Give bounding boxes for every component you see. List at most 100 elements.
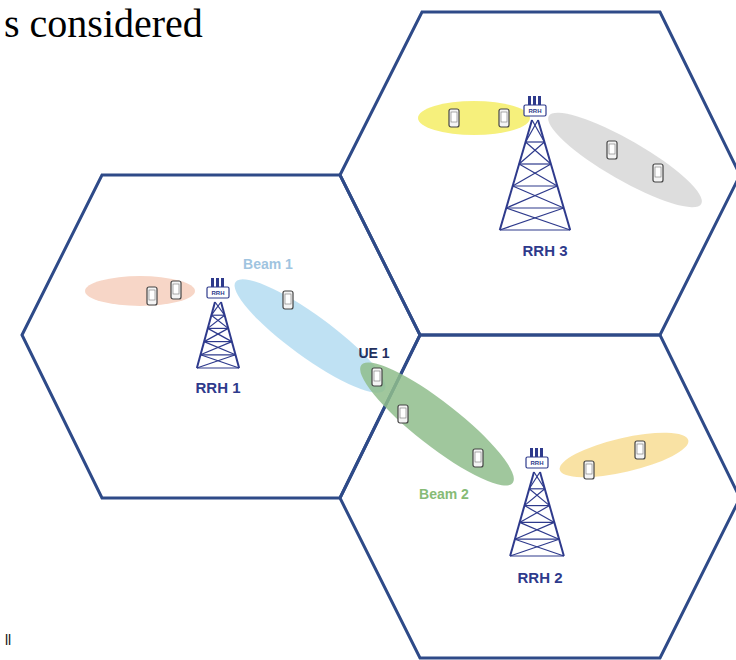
phone-screen [475,452,481,462]
tower-icon [500,96,570,230]
tower-rung [506,207,564,208]
phone-body [653,164,663,182]
tower-rung [519,163,551,164]
antenna-panel [221,278,224,287]
phone-screen [637,444,643,454]
tower-rung [208,328,228,329]
rrh-label: RRH 3 [522,243,567,258]
phones [147,109,663,479]
phone-screen [451,112,457,122]
tower-brace [204,328,228,341]
phone-icon [607,141,617,159]
tower-brace [201,355,240,368]
radio-head [207,287,229,298]
antenna-panel [540,448,543,457]
antenna-panel [211,278,214,287]
antenna-panel [533,96,536,105]
tower-brace [500,208,564,230]
phone-body [635,441,645,459]
tower-rung [211,315,224,316]
phone-body [372,368,382,386]
tower-rung [526,141,545,142]
tower-leg [538,120,570,230]
tower-brace [211,315,228,328]
phone-icon [283,291,293,309]
phone-icon [499,109,509,127]
phone-screen [149,290,155,300]
antenna-panel [538,96,541,105]
cell-hexagon [340,335,736,658]
beam-ellipse [348,348,526,501]
beam-label: Beam 2 [419,487,469,501]
phone-screen [501,112,507,122]
tower-brace [519,142,544,164]
phone-icon [584,461,594,479]
tower-leg [500,120,532,230]
tower-rung [524,505,549,506]
phone-screen [374,371,380,381]
phone-body [607,141,617,159]
beams [85,99,711,501]
phone-icon [653,164,663,182]
tower-brace [520,522,559,539]
towers [197,96,570,556]
tower-brace [515,539,564,556]
tower-rung [529,488,545,489]
phone-body [283,291,293,309]
tower-brace [524,489,544,506]
tower-brace [208,315,225,328]
phone-icon [372,368,382,386]
tower-brace [520,506,550,523]
beam-label: Beam 1 [243,257,293,271]
phone-icon [147,287,157,305]
rrh-tag: RRH [531,460,544,466]
beam-ellipse [85,276,195,306]
rrh-label: RRH 1 [195,380,240,395]
antenna-panel [216,278,219,287]
tower-brace [506,186,557,208]
tower-brace [515,522,554,539]
phone-screen [586,464,592,474]
tower-brace [529,472,540,489]
radio-head [526,457,548,468]
tower-brace [506,208,570,230]
phone-body [398,405,408,423]
rrh-tag: RRH [529,108,542,114]
beam-ellipse [418,101,530,135]
tower-rung [197,367,239,368]
tower-leg [540,472,564,556]
phone-body [449,109,459,127]
phone-body [171,281,181,299]
tower-rung [513,185,558,186]
phone-body [499,109,509,127]
phone-icon [398,405,408,423]
phone-screen [400,408,406,418]
tower-brace [526,120,538,142]
cells [22,12,736,658]
tower-rung [204,341,232,342]
tower-rung [515,539,559,540]
phone-icon [635,441,645,459]
tower-brace [208,328,232,341]
phone-screen [173,284,179,294]
rrh-label: RRH 2 [517,570,562,585]
ue-label: UE 1 [358,346,389,360]
phone-body [584,461,594,479]
tower-brace [532,120,544,142]
antenna-panel [530,448,533,457]
cell-hexagon [340,12,736,335]
phone-screen [285,294,291,304]
cut-text: ll [5,633,11,647]
tower-leg [197,302,215,368]
tower-icon [510,448,564,556]
tower-icon [197,278,239,368]
tower-brace [513,186,564,208]
radio-head [524,105,546,116]
heading: s considered [4,2,203,46]
tower-brace [201,342,232,355]
tower-leg [221,302,239,368]
tower-brace [211,302,221,315]
antenna-panel [535,448,538,457]
tower-leg [510,472,534,556]
